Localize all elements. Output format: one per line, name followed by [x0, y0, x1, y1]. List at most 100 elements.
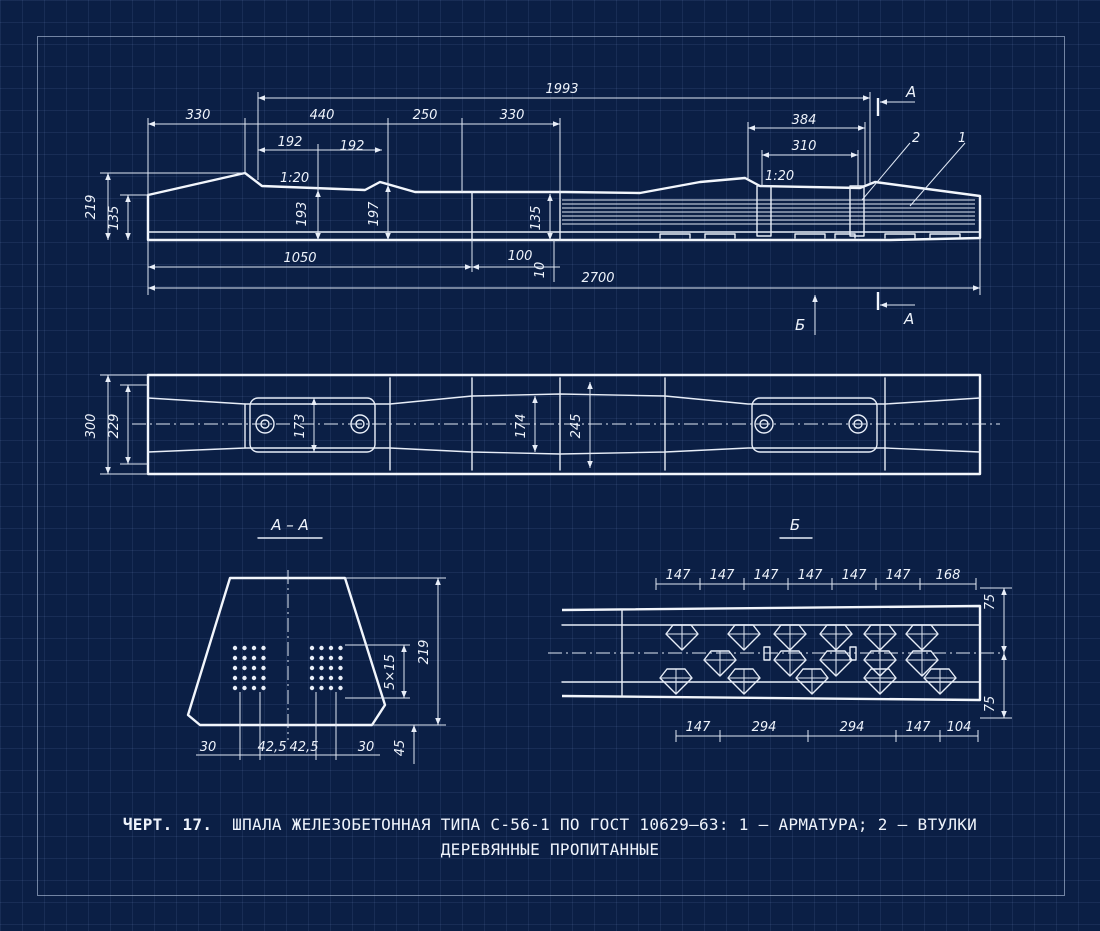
dim-label: 147: [710, 568, 736, 583]
rebar-dot: [232, 675, 238, 681]
rebar-dot: [338, 655, 343, 661]
rebar-dot: [328, 665, 334, 671]
dim-330-right: 330: [500, 108, 525, 123]
rebar-dot: [328, 645, 334, 651]
dim-42-5-right: 42,5: [290, 740, 319, 755]
rebar-dots-right: [309, 645, 343, 691]
dim-1993: 1993: [545, 82, 578, 97]
support-pad: [905, 650, 939, 677]
support-pad-hatch: [704, 651, 736, 676]
support-pad: [703, 650, 737, 677]
dim-173: 173: [293, 414, 308, 439]
dim-135-mid: 135: [529, 206, 544, 231]
support-pad: [863, 650, 897, 677]
dim-192-b: 192: [340, 139, 365, 154]
dim-192-a: 192: [278, 135, 303, 150]
plan-view: 300 229 173 174 245: [84, 373, 1000, 476]
dim-229: 229: [107, 414, 122, 439]
rebar-dot: [261, 645, 266, 651]
section-aa-title: А – А: [270, 516, 309, 534]
dim-193: 193: [295, 202, 310, 227]
dim-label: 168: [936, 568, 961, 583]
dim-300: 300: [84, 414, 99, 439]
support-pad: [819, 624, 853, 651]
section-mark-a-bottom: А: [903, 310, 914, 328]
rebar-dot: [242, 675, 247, 681]
rebar-dot: [338, 645, 343, 651]
support-pad-hatch: [796, 669, 828, 694]
dim-245: 245: [569, 414, 584, 439]
support-pad: [863, 668, 897, 695]
caption-line-2: ДЕРЕВЯННЫЕ ПРОПИТАННЫЕ: [440, 840, 660, 859]
support-pad-hatch: [666, 625, 698, 650]
rebar-dot: [261, 675, 266, 681]
dim-label: 147: [686, 720, 712, 735]
dim-label: 147: [666, 568, 692, 583]
support-pads: [659, 624, 957, 695]
rebar-dot: [232, 645, 238, 651]
dim-5x15: 5×15: [383, 654, 398, 690]
support-pad-hatch: [906, 625, 938, 650]
support-pad-hatch: [906, 651, 938, 676]
rebar-dot: [319, 675, 324, 681]
section-mark-a-top: А: [905, 83, 916, 101]
rebar-dot: [319, 685, 324, 691]
support-pad: [863, 624, 897, 651]
drawing-frame: [37, 36, 1065, 896]
rebar-dot: [242, 665, 247, 671]
support-pad-hatch: [864, 625, 896, 650]
rebar-dot: [251, 645, 257, 651]
dim-250: 250: [413, 108, 438, 123]
rebar-dot: [261, 685, 266, 691]
slope-left: 1:20: [280, 171, 309, 186]
dim-100: 100: [508, 249, 533, 264]
dim-30-right: 30: [358, 740, 375, 755]
dim-label: 294: [840, 720, 865, 735]
rebar-dot: [232, 665, 238, 671]
support-pad-hatch: [820, 651, 852, 676]
support-pad-hatch: [820, 625, 852, 650]
rebar-dot: [261, 655, 266, 661]
dim-label: 147: [842, 568, 868, 583]
support-pad-hatch: [774, 625, 806, 650]
rebar-dot: [251, 655, 257, 661]
view-arrow-b: Б: [795, 316, 805, 334]
dim-label: 147: [906, 720, 932, 735]
support-pad: [665, 624, 699, 651]
dim-75-top: 75: [983, 594, 998, 611]
dim-45: 45: [393, 740, 408, 757]
dim-10: 10: [533, 262, 548, 279]
rebar-dot: [251, 675, 257, 681]
support-pad-hatch: [728, 669, 760, 694]
dim-197: 197: [367, 201, 382, 227]
dim-label: 147: [886, 568, 912, 583]
rebar-dot: [309, 645, 315, 651]
rebar-dot: [242, 655, 247, 661]
rebar-dot: [309, 685, 315, 691]
view-b-title: Б: [790, 516, 800, 534]
rebar-dot: [328, 685, 334, 691]
dim-2700: 2700: [581, 271, 614, 286]
rebar-dot: [309, 665, 315, 671]
support-pad: [727, 668, 761, 695]
callout-1: 1: [958, 131, 966, 146]
support-pad: [773, 624, 807, 651]
rebar-dot: [338, 665, 343, 671]
section-aa: А – А 219 5×15 45 30 42,5 42,5 30: [186, 516, 446, 764]
rebar-dot: [338, 675, 343, 681]
rebar-dot: [319, 665, 324, 671]
support-pad-hatch: [728, 625, 760, 650]
caption-line-1: ШПАЛА ЖЕЛЕЗОБЕТОННАЯ ТИПА С-56-1 ПО ГОСТ…: [232, 815, 978, 834]
rebar-dot: [309, 675, 315, 681]
support-pad: [659, 668, 693, 695]
callout-2: 2: [912, 131, 920, 146]
support-pad: [819, 650, 853, 677]
rebar-dot: [251, 685, 257, 691]
rebar-dot: [328, 655, 334, 661]
dim-384: 384: [792, 113, 817, 128]
dim-310: 310: [792, 139, 817, 154]
